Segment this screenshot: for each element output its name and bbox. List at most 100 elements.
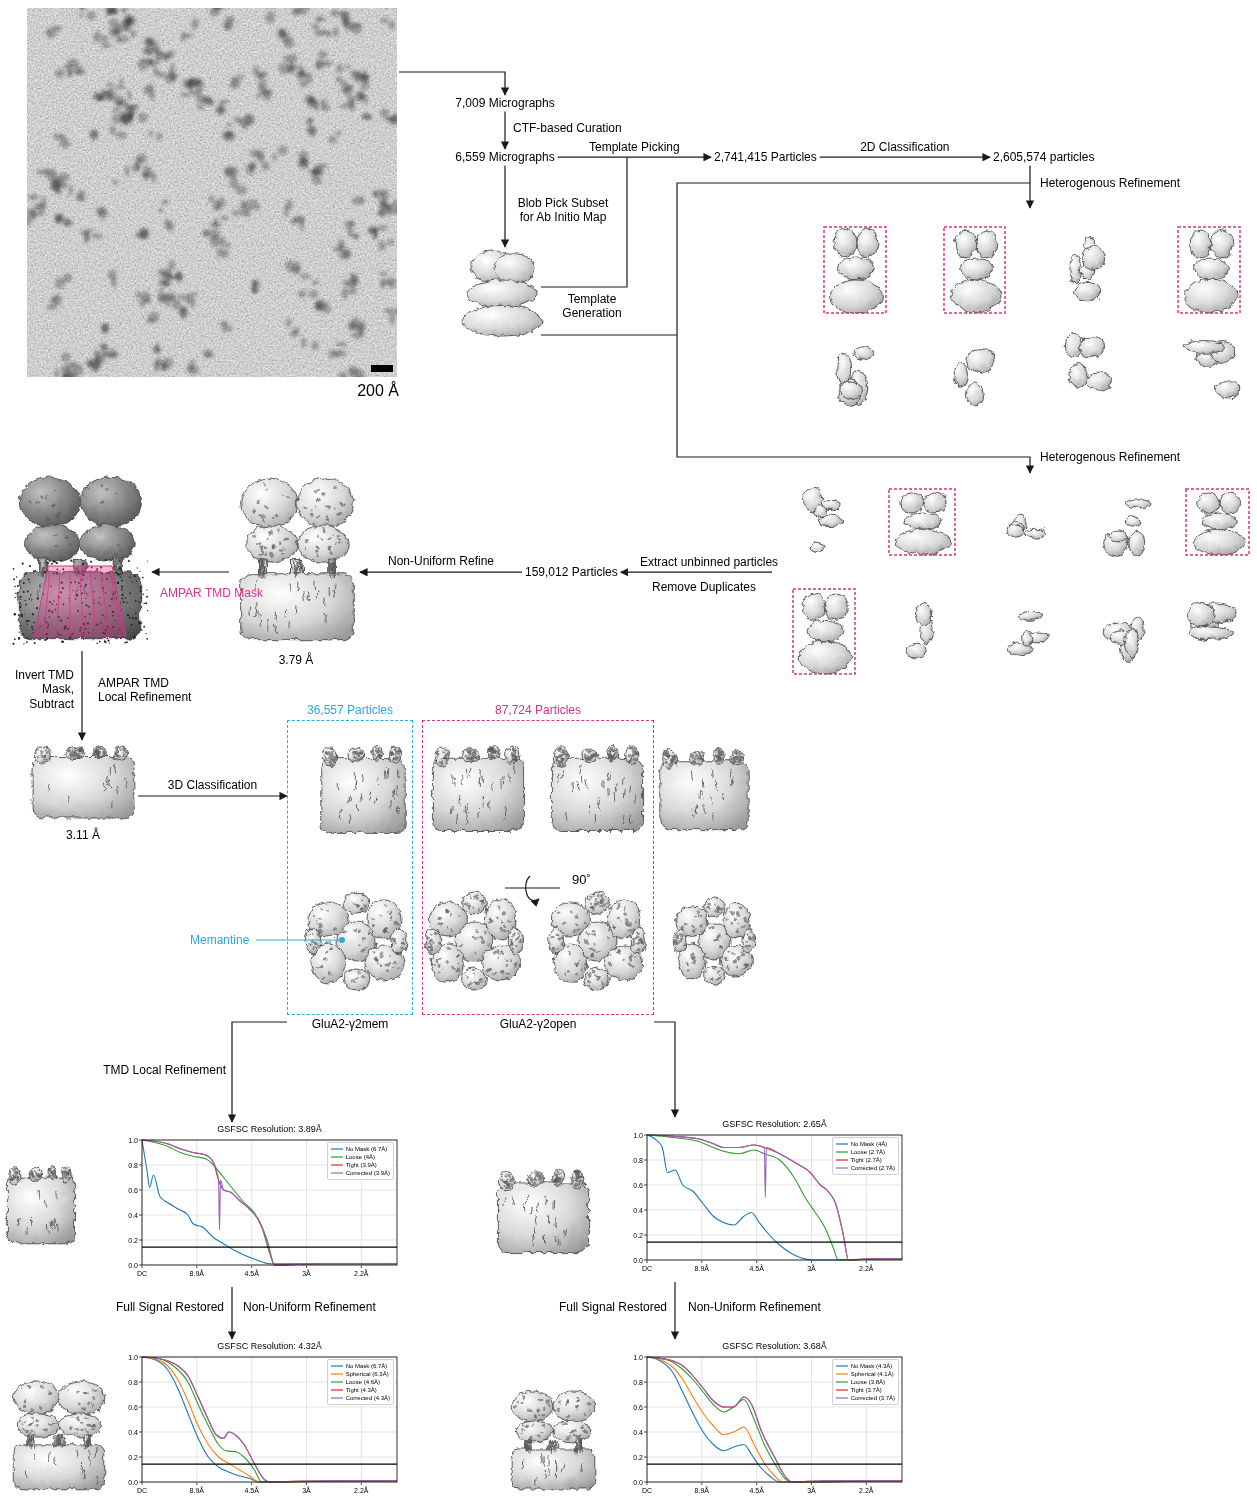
density-lobe: [809, 542, 824, 550]
density-detail: [317, 927, 321, 931]
particle: [328, 136, 337, 144]
density-lobe: [466, 279, 536, 306]
particle: [231, 79, 241, 87]
density-lobe: [461, 304, 541, 335]
particle: [244, 114, 255, 126]
helix-stroke: [710, 796, 711, 804]
density-lobe: [425, 927, 440, 953]
density-detail: [729, 920, 731, 924]
density-detail: [425, 935, 428, 937]
density-detail: [37, 500, 39, 502]
density-detail: [436, 940, 439, 943]
density-detail: [283, 538, 287, 541]
density-detail: [444, 960, 448, 963]
density-detail: [681, 942, 685, 944]
density-detail: [485, 940, 489, 944]
helix-stroke: [360, 793, 362, 801]
helix-stroke: [606, 771, 608, 779]
density-detail: [261, 517, 263, 521]
density-detail: [714, 753, 716, 756]
particle: [338, 371, 347, 377]
density-lobe: [1124, 498, 1151, 507]
density-detail: [115, 753, 118, 755]
density-lobe: [915, 601, 930, 624]
density-detail: [448, 913, 450, 915]
density-detail: [706, 905, 708, 907]
density-detail: [257, 540, 260, 544]
density-map: [905, 601, 932, 657]
density-lobe: [1085, 372, 1112, 389]
density-detail: [66, 748, 69, 751]
particle: [208, 195, 214, 202]
density-map: [1192, 491, 1244, 553]
density-detail: [277, 547, 281, 549]
density-lobe: [624, 745, 637, 763]
density-lobe: [79, 476, 140, 526]
density-detail: [282, 546, 284, 548]
density-detail: [438, 956, 441, 958]
particle: [65, 367, 71, 376]
particle: [78, 190, 85, 202]
density-detail: [447, 925, 449, 928]
helix-stroke: [328, 568, 329, 576]
helix-stroke: [274, 610, 275, 618]
density-detail: [396, 756, 398, 758]
density-lobe: [894, 528, 950, 553]
particle: [317, 51, 328, 59]
particle: [288, 53, 297, 63]
particle: [116, 38, 122, 43]
density-detail: [331, 485, 335, 487]
density-detail: [477, 935, 481, 938]
helix-stroke: [526, 1193, 527, 1201]
density-detail: [587, 755, 590, 759]
helix-stroke: [507, 772, 509, 780]
particle: [132, 163, 141, 172]
density-detail: [733, 759, 735, 762]
helix-stroke: [37, 1189, 39, 1197]
density-detail: [496, 905, 499, 907]
density-detail: [354, 757, 357, 760]
density-detail: [513, 757, 516, 761]
helix-stroke: [395, 785, 396, 793]
density-detail: [464, 974, 467, 977]
density-detail: [310, 936, 312, 939]
particle: [272, 153, 277, 161]
helix-stroke: [112, 764, 113, 772]
particle: [203, 349, 213, 358]
density-detail: [437, 916, 441, 919]
density-map: [797, 592, 851, 672]
density-detail: [56, 510, 59, 514]
density-lobe: [806, 619, 842, 640]
density-map: [1101, 615, 1143, 660]
density-detail: [506, 919, 510, 921]
helix-stroke: [596, 797, 598, 805]
density-detail: [468, 758, 472, 761]
helix-stroke: [710, 769, 711, 777]
density-map: [496, 1169, 587, 1251]
density-detail: [42, 754, 44, 756]
particle: [335, 342, 342, 347]
density-detail: [366, 930, 369, 933]
density-detail: [718, 943, 721, 947]
particle: [63, 220, 73, 227]
density-detail: [259, 512, 263, 515]
density-detail: [322, 527, 326, 531]
particle: [380, 17, 388, 23]
density-lobe: [1068, 362, 1086, 386]
density-detail: [574, 971, 577, 974]
particle: [301, 338, 306, 348]
density-detail: [513, 754, 515, 758]
particle: [307, 118, 314, 123]
density-detail: [372, 753, 374, 755]
particle: [90, 130, 98, 141]
density-lobe: [342, 891, 368, 913]
density-lobe: [322, 746, 336, 766]
density-detail: [635, 948, 639, 951]
helix-stroke: [465, 814, 466, 822]
density-detail: [51, 502, 54, 506]
particle: [158, 208, 163, 213]
density-detail: [587, 755, 591, 759]
density-detail: [311, 945, 313, 948]
density-detail: [717, 906, 721, 909]
helix-stroke: [465, 768, 466, 776]
